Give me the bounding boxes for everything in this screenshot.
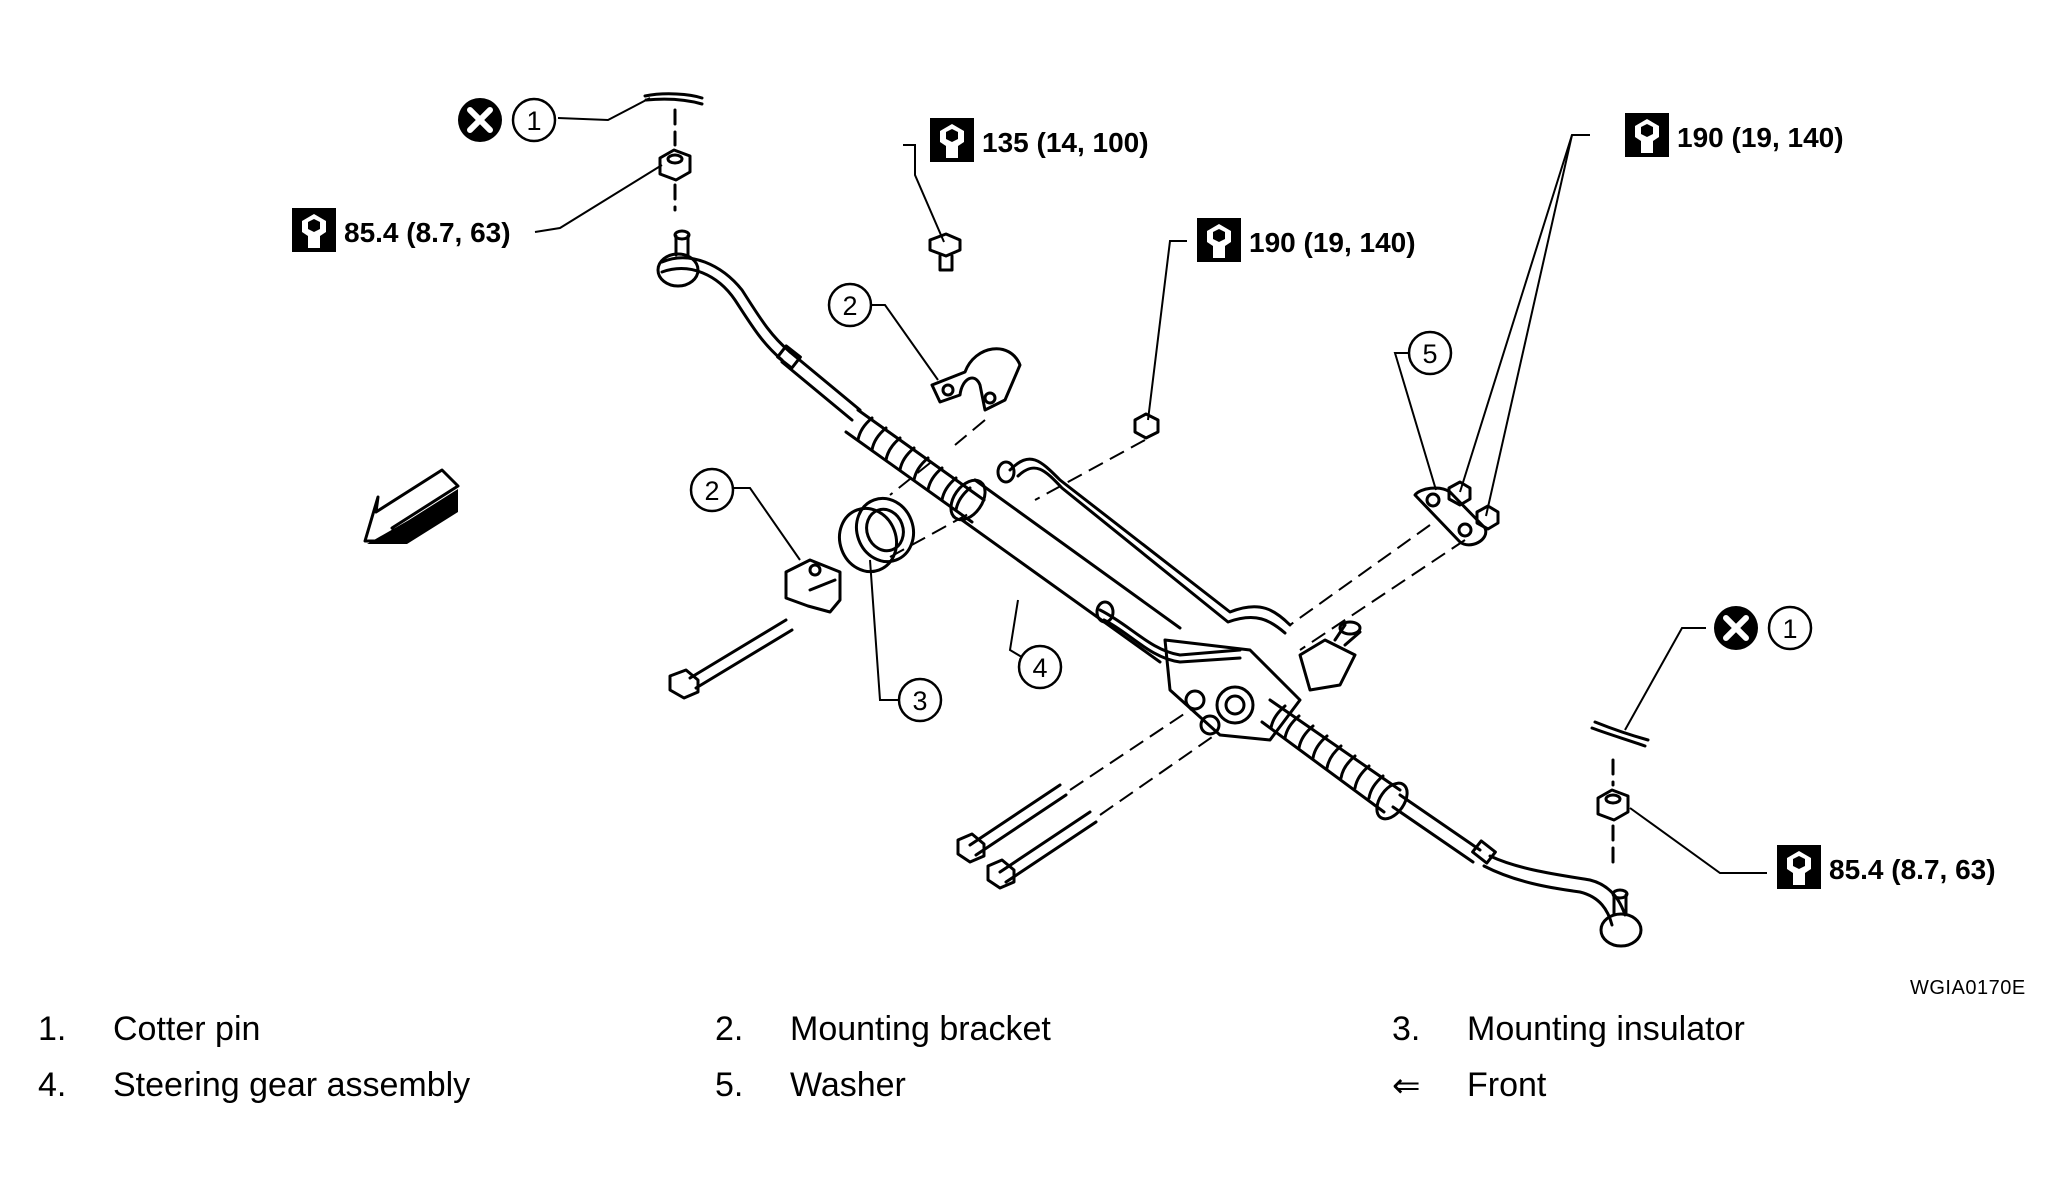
legend-label: Steering gear assembly <box>113 1066 471 1104</box>
no-reuse-icon-left <box>458 98 502 142</box>
bracket-bolt <box>928 232 962 258</box>
mounting-insulator <box>838 496 915 574</box>
mounting-bracket-upper <box>930 347 1022 412</box>
tie-rod-nut-right <box>1596 788 1630 822</box>
legend-number: 1. <box>38 1010 67 1048</box>
front-arrow-icon <box>363 468 460 544</box>
svg-text:4: 4 <box>1032 653 1047 683</box>
torque-wrench-icon <box>1197 218 1241 262</box>
tie-rod-right <box>1391 793 1482 864</box>
torque-spec-tie-rod-right: 85.4 (8.7, 63) <box>1777 845 1996 889</box>
torque-wrench-icon <box>1625 113 1669 157</box>
torque-spec-gear-nut-right: 190 (19, 140) <box>1625 113 1844 157</box>
boot-right <box>1260 698 1409 821</box>
rack-housing <box>960 478 1182 664</box>
callout-5: 5 <box>1407 330 1453 376</box>
cotter-pin-left <box>643 92 704 106</box>
callout-2-lower: 2 <box>689 467 735 513</box>
torque-spec-gear-nut-center: 190 (19, 140) <box>1197 218 1416 262</box>
svg-text:5: 5 <box>1422 339 1437 369</box>
legend-label: Mounting bracket <box>790 1010 1051 1048</box>
steering-gear-assembly <box>656 229 1643 948</box>
legend-label: Front <box>1467 1066 1547 1104</box>
gear-nut-center <box>1133 412 1160 440</box>
legend-number: 4. <box>38 1066 67 1104</box>
torque-spec-tie-rod-left: 85.4 (8.7, 63) <box>292 208 511 252</box>
tie-rod-left <box>780 350 862 422</box>
legend-label: Cotter pin <box>113 1010 261 1048</box>
callout-4: 4 <box>1017 644 1063 690</box>
front-arrow-legend-icon: ⇐ <box>1392 1067 1421 1105</box>
svg-text:2: 2 <box>842 291 857 321</box>
svg-text:3: 3 <box>912 686 927 716</box>
legend-label: Mounting insulator <box>1467 1010 1745 1048</box>
torque-wrench-icon <box>930 118 974 162</box>
legend-number: 2. <box>715 1010 744 1048</box>
callout-1-left: 1 <box>511 97 557 143</box>
torque-spec-bracket-bolt: 135 (14, 100) <box>930 118 1149 162</box>
svg-text:1: 1 <box>526 106 541 136</box>
torque-wrench-icon <box>1777 845 1821 889</box>
pinion-housing <box>1163 620 1362 742</box>
figure-id: WGIA0170E <box>1910 977 2026 999</box>
tie-rod-end-right <box>1488 854 1627 917</box>
hydraulic-line-lower <box>1098 608 1242 657</box>
torque-wrench-icon <box>292 208 336 252</box>
svg-text:85.4 (8.7, 63): 85.4 (8.7, 63) <box>344 217 511 248</box>
svg-text:190 (19, 140): 190 (19, 140) <box>1249 227 1416 258</box>
no-reuse-icon-right <box>1714 606 1758 650</box>
tie-rod-nut-left <box>658 148 692 182</box>
gear-mounting-bolts <box>956 783 1098 890</box>
hydraulic-line-upper <box>1008 457 1292 627</box>
svg-text:2: 2 <box>704 476 719 506</box>
callout-2-upper: 2 <box>827 282 873 328</box>
legend-label: Washer <box>790 1066 906 1104</box>
callout-1-right: 1 <box>1767 605 1813 651</box>
legend-number: 3. <box>1392 1010 1421 1048</box>
tie-rod-end-left <box>660 256 792 354</box>
gear-nut-right-a <box>1447 480 1472 507</box>
bracket-long-bolt <box>668 618 794 700</box>
cotter-pin-right <box>1590 720 1650 748</box>
mounting-bracket-lower <box>784 558 842 614</box>
svg-text:1: 1 <box>1782 614 1797 644</box>
legend-number: 5. <box>715 1066 744 1104</box>
svg-text:190 (19, 140): 190 (19, 140) <box>1677 122 1844 153</box>
svg-text:85.4 (8.7, 63): 85.4 (8.7, 63) <box>1829 854 1996 885</box>
svg-text:135 (14, 100): 135 (14, 100) <box>982 127 1149 158</box>
callout-3: 3 <box>897 677 943 723</box>
